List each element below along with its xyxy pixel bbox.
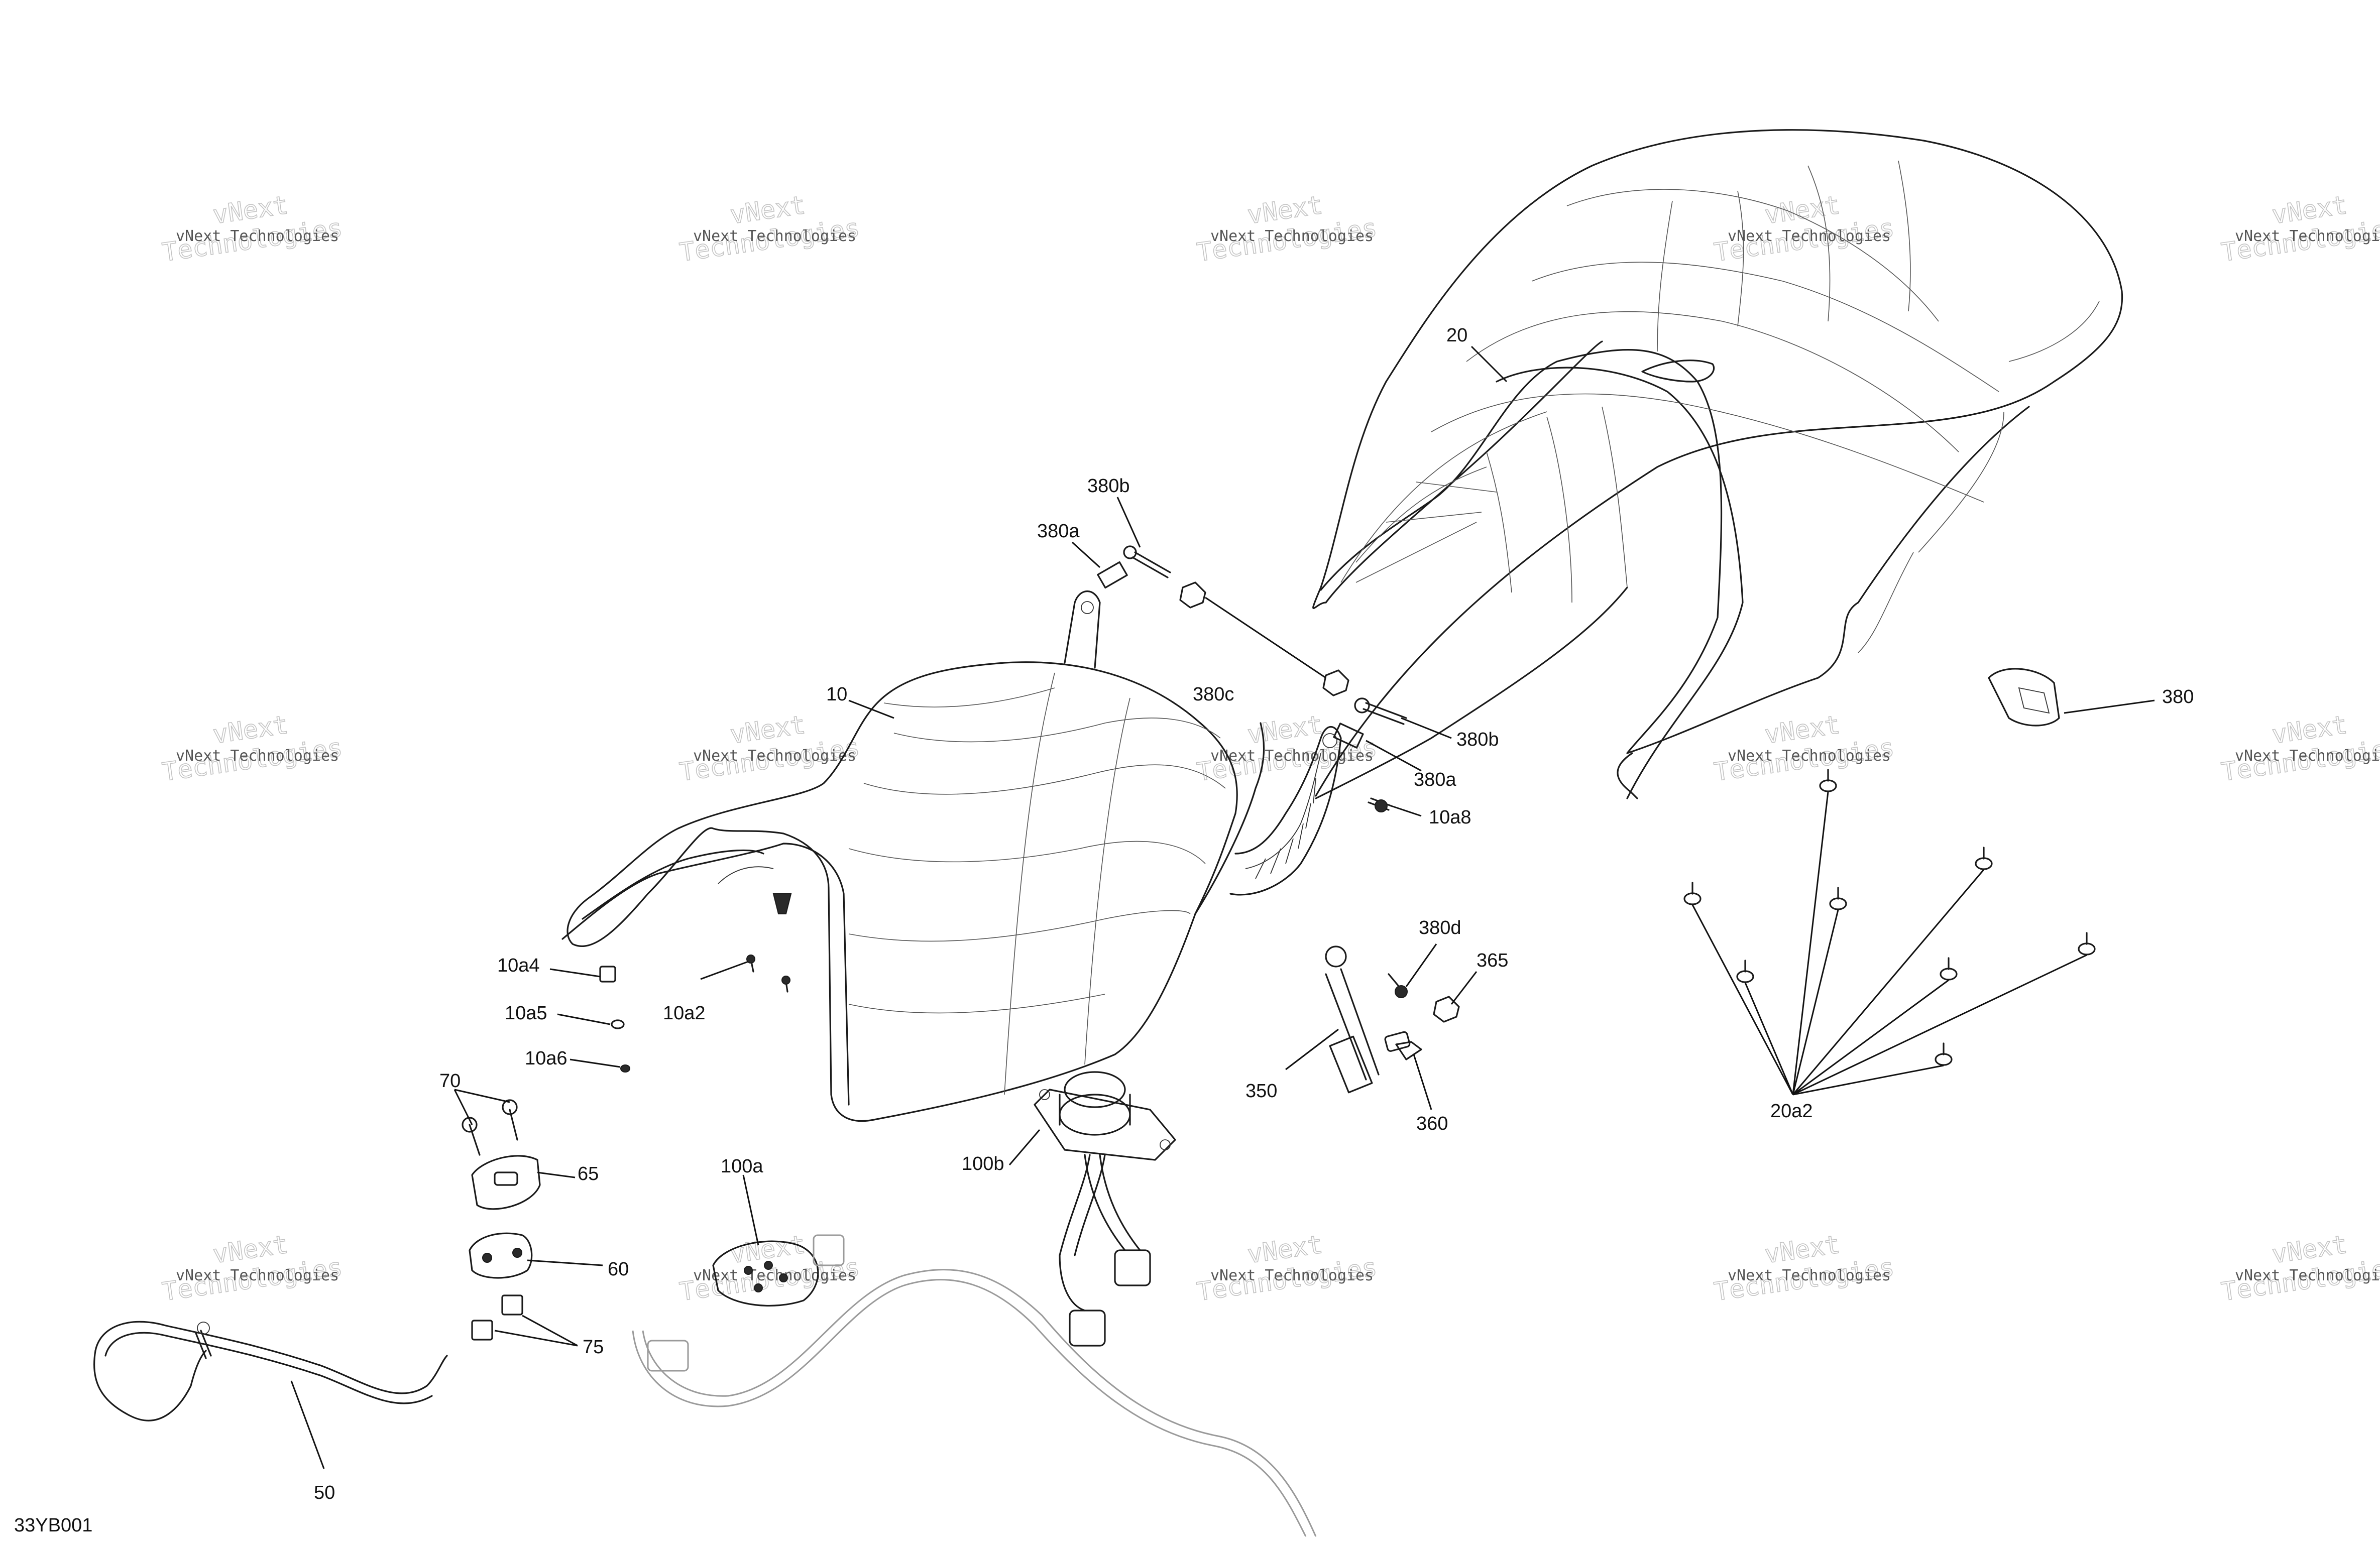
label-10a6: 10a6: [525, 1048, 568, 1069]
label-380d: 380d: [1419, 917, 1461, 938]
label-10a2: 10a2: [663, 1003, 706, 1024]
watermark-text: vNext Technologies: [2235, 227, 2380, 245]
label-380a: 380a: [1037, 521, 1080, 542]
watermark-text: vNext Technologies: [1728, 227, 1891, 245]
bumper-20a2: [1819, 779, 1837, 792]
label-65: 65: [578, 1163, 599, 1184]
label-100a: 100a: [721, 1156, 763, 1177]
label-20: 20: [1446, 325, 1467, 346]
label-380b-right: 380b: [1456, 729, 1499, 750]
watermark-text: vNext Technologies: [2235, 747, 2380, 765]
watermark-text: vNext Technologies: [176, 1267, 339, 1284]
label-20a2: 20a2: [1770, 1101, 1813, 1122]
bumper-parts-20a2: [1683, 769, 2096, 1066]
watermark-text: vNext Technologies: [1210, 747, 1374, 765]
watermark-text: vNext Technologies: [1728, 1267, 1891, 1284]
label-380b: 380b: [1087, 476, 1130, 497]
label-75: 75: [583, 1337, 604, 1358]
label-350: 350: [1245, 1081, 1277, 1102]
label-10a5: 10a5: [505, 1003, 547, 1024]
label-10a8: 10a8: [1429, 807, 1471, 828]
watermark-text: vNext Technologies: [693, 1267, 856, 1284]
watermark-text: vNext Technologies: [1210, 1267, 1374, 1284]
rear-seat-part-20: [1312, 129, 2123, 799]
label-10: 10: [826, 684, 847, 705]
label-360: 360: [1416, 1113, 1448, 1134]
bumper-leader: [1792, 954, 2087, 1096]
watermark-text: vNext Technologies: [693, 227, 856, 245]
electrical-parts: [93, 1071, 1317, 1537]
leader-lines: [290, 345, 2155, 1469]
bumper-leaders: [1691, 791, 2087, 1096]
bumper-20a2: [1736, 970, 1754, 983]
label-60: 60: [608, 1259, 629, 1280]
bumper-leader: [1792, 909, 1839, 1095]
label-10a4: 10a4: [497, 955, 540, 976]
label-100b: 100b: [962, 1153, 1004, 1174]
bumper-leader: [1792, 869, 1985, 1095]
bumper-20a2: [1829, 897, 1847, 910]
bumper-20a2: [1940, 968, 1958, 981]
watermark-text: vNext Technologies: [176, 227, 339, 245]
bumper-20a2: [1935, 1053, 1953, 1066]
watermark-text: vNext Technologies: [1728, 747, 1891, 765]
label-380: 380: [2162, 686, 2194, 707]
bumper-leader: [1744, 982, 1794, 1095]
watermark-text: vNext Technologies: [1210, 227, 1374, 245]
bumper-leader: [1792, 791, 1829, 1095]
watermark-text: vNext Technologies: [693, 747, 856, 765]
drawing-code: 33YB001: [14, 1515, 92, 1536]
front-seat-part-10: [561, 590, 1342, 1122]
label-380c: 380c: [1193, 684, 1234, 705]
label-50: 50: [314, 1482, 335, 1503]
part-labels: 20 380b 380a 10 380c 380b 380a 10a8 380 …: [14, 325, 2194, 1536]
bumper-20a2: [2078, 942, 2096, 956]
bumper-leader: [1691, 904, 1794, 1095]
bumper-20a2: [1683, 892, 1702, 905]
watermark-text: vNext Technologies: [176, 747, 339, 765]
bumper-leader: [1792, 1064, 1944, 1096]
label-365: 365: [1477, 950, 1508, 971]
hardware-parts: [462, 545, 2060, 1341]
label-380a-right: 380a: [1414, 769, 1456, 790]
watermark-text: vNext Technologies: [2235, 1267, 2380, 1284]
bumper-20a2: [1975, 857, 1993, 870]
bumper-leader: [1792, 979, 1949, 1096]
label-70: 70: [439, 1071, 461, 1092]
